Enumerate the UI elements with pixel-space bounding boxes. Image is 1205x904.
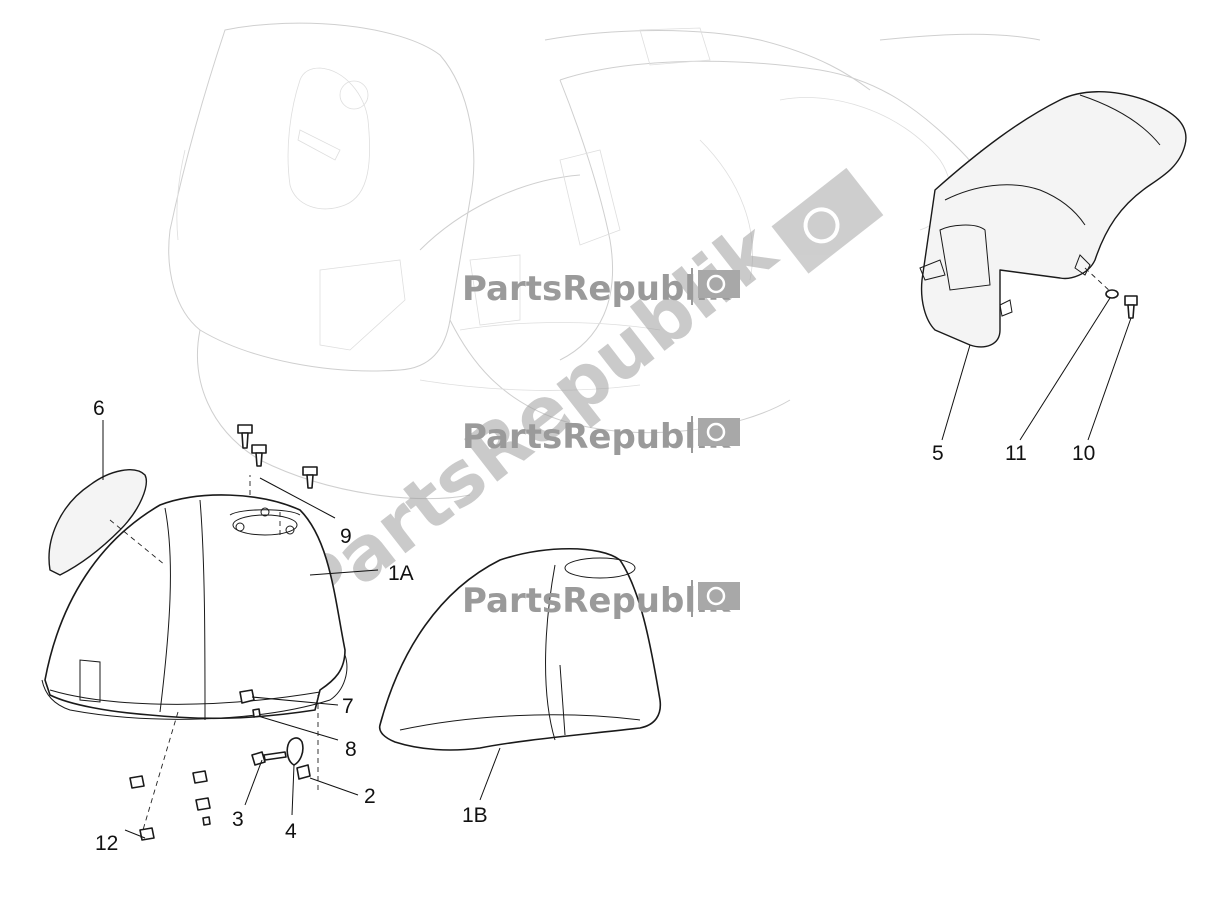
callout-7: 7 <box>342 695 354 718</box>
watermark-text-3: PartsRepublik <box>462 581 732 621</box>
nut-part-7 <box>239 689 255 704</box>
screw-part-3 <box>251 751 287 766</box>
nut-part-12c <box>192 770 208 784</box>
screw-part-9c <box>302 466 318 489</box>
callout-9: 9 <box>340 525 352 548</box>
callout-4: 4 <box>285 820 297 843</box>
shield-part-6 <box>48 469 166 576</box>
screw-part-8 <box>252 708 261 718</box>
clip-part-2 <box>296 764 311 780</box>
callout-10: 10 <box>1072 442 1095 465</box>
watermark-row-1: PartsRepublik <box>462 268 740 309</box>
callout-1A: 1A <box>388 562 414 585</box>
callout-12: 12 <box>95 832 118 855</box>
callout-3: 3 <box>232 808 244 831</box>
callout-11: 11 <box>1005 442 1027 465</box>
watermark-row-3: PartsRepublik <box>462 580 740 621</box>
callout-2: 2 <box>364 785 376 808</box>
diagonal-watermark-logo <box>771 167 884 274</box>
callout-1B: 1B <box>462 804 488 827</box>
gear-flag-icon <box>698 582 740 610</box>
screw-part-9b <box>251 444 267 467</box>
callout-8: 8 <box>345 738 357 761</box>
watermark-text-2: PartsRepublik <box>462 417 732 457</box>
screw-part-10 <box>1124 295 1138 319</box>
mudguard-part-1A <box>41 475 348 841</box>
watermark-row-2: PartsRepublik <box>462 416 740 457</box>
clamp-part-4 <box>286 737 304 766</box>
inner-mudguard-part-5 <box>919 91 1187 348</box>
watermark-text-1: PartsRepublik <box>462 269 732 309</box>
screw-part-9a <box>237 424 253 449</box>
mudguard-part-1B <box>378 547 662 751</box>
nut-part-12d <box>195 797 211 811</box>
callout-5: 5 <box>932 442 944 465</box>
callout-6: 6 <box>93 397 105 420</box>
nut-part-12a <box>129 775 145 789</box>
nut-part-12b <box>139 827 155 841</box>
screw-part-12e <box>202 816 211 826</box>
leader-lines <box>102 297 1132 839</box>
callout-labels: 6 9 1A 7 8 2 3 4 12 1B 5 11 10 <box>93 397 1095 855</box>
gear-flag-icon <box>698 270 740 298</box>
gear-flag-icon <box>698 418 740 446</box>
washer-part-11 <box>1105 289 1119 299</box>
